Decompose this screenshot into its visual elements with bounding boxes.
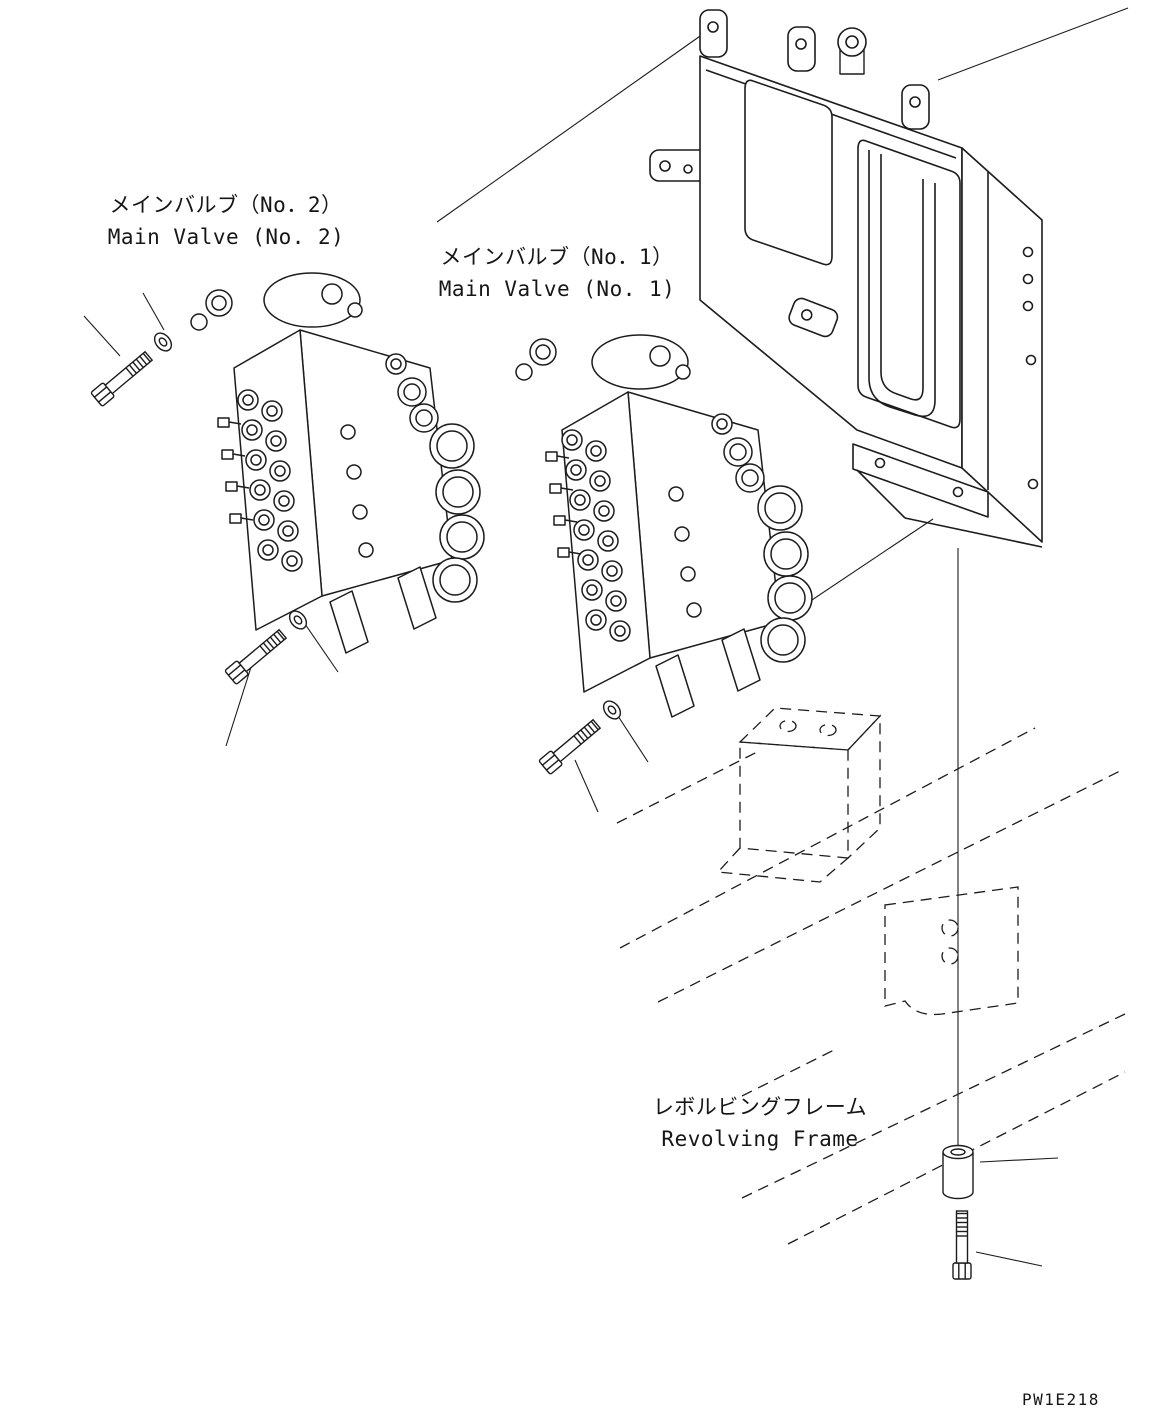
- main-valve-1-label-jp: メインバルブ（No．1）: [440, 245, 674, 269]
- washer-3-leader-line: [617, 715, 649, 763]
- washer-1-leader-line: [142, 292, 165, 331]
- revolving-frame-label-jp: レボルビングフレーム: [652, 1095, 868, 1119]
- bolt-2-leader-line: [225, 663, 253, 747]
- spacer-bushing: [942, 1144, 974, 1200]
- bolt-1-leader-line: [83, 315, 121, 357]
- mounting-bolt-2: [224, 626, 290, 686]
- bolt-3-leader-line: [574, 759, 599, 813]
- spacer-leader-line: [979, 1157, 1059, 1163]
- main-valve-2-drawing: [190, 272, 485, 654]
- valve1-right-face: [627, 391, 781, 659]
- phantom-mount-pad: [884, 886, 1019, 1016]
- revolving-frame-label: レボルビングフレーム Revolving Frame: [640, 1092, 880, 1155]
- main-valve-1-label-en: Main Valve (No. 1): [438, 276, 676, 301]
- bottom-bolt-leader-line: [975, 1251, 1043, 1267]
- frame-lower-tab: [788, 297, 839, 338]
- washer-2-leader-line: [304, 623, 339, 673]
- mounting-bolt-3: [538, 716, 604, 776]
- frame-tab-1: [699, 9, 728, 58]
- frame-window-right: [857, 139, 961, 429]
- frame-u-channel: [868, 150, 936, 418]
- frame-bottom-rail: [852, 443, 989, 518]
- main-valve-1-drawing: [515, 334, 813, 718]
- frame-right-flange: [961, 147, 1043, 543]
- main-valve-2-label-jp: メインバルブ（No．2）: [109, 193, 343, 217]
- main-valve-1-label: メインバルブ（No．1） Main Valve (No. 1): [434, 242, 680, 305]
- main-valve-2-label: メインバルブ（No．2） Main Valve (No. 2): [98, 190, 354, 253]
- frame-leader-line: [937, 7, 1129, 81]
- frame-corner-leader-line: [436, 33, 704, 223]
- drawing-code: PW1E218: [1022, 1390, 1100, 1409]
- revolving-frame-phantom: [616, 707, 1126, 1245]
- valve2-right-face: [299, 329, 453, 597]
- leader-lines: [83, 7, 1129, 1267]
- mounting-bolt-1: [90, 348, 156, 408]
- washer-1: [150, 329, 176, 355]
- frame-window-left: [744, 79, 833, 266]
- main-valve-2-label-en: Main Valve (No. 2): [107, 224, 345, 249]
- valve-mounting-frame-drawing: [649, 9, 1043, 548]
- phantom-bracket: [716, 707, 882, 883]
- revolving-frame-label-en: Revolving Frame: [661, 1126, 859, 1151]
- frame-bottom-bolt: [952, 1210, 972, 1280]
